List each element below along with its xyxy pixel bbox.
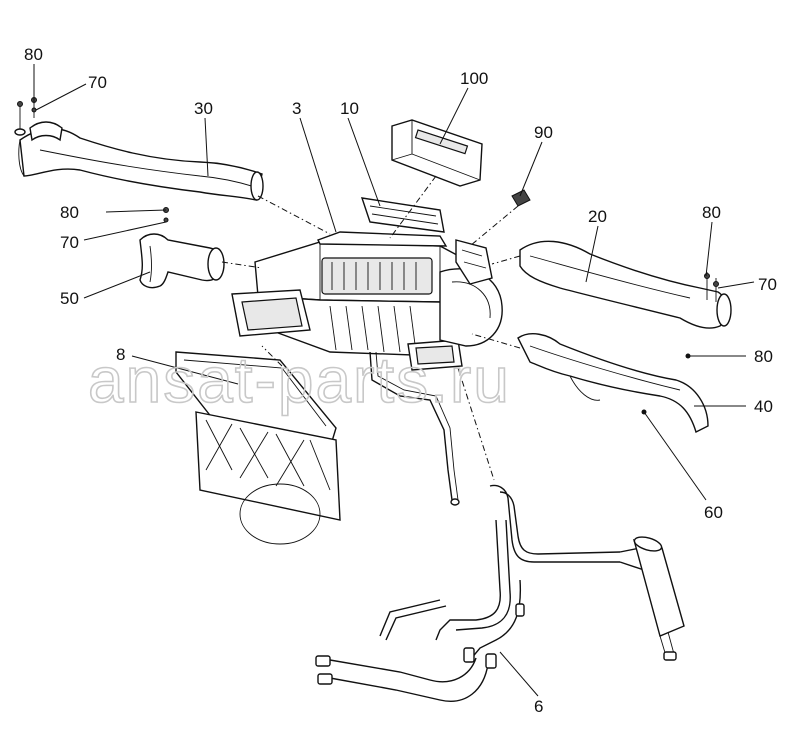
- housing-ribs: [329, 305, 417, 353]
- callout-100: 100: [460, 69, 488, 88]
- callout-3: 3: [292, 99, 301, 118]
- duct-20: [519, 240, 732, 329]
- callout-8: 8: [116, 345, 125, 364]
- callout-70-top-left: 70: [88, 73, 107, 92]
- actuator-connector: [455, 239, 493, 285]
- callout-90: 90: [534, 123, 553, 142]
- filter-10: [360, 197, 445, 233]
- callout-30: 30: [194, 99, 213, 118]
- callout-10: 10: [340, 99, 359, 118]
- assembly-dashed-lines: [221, 175, 521, 481]
- sensor-90: [511, 189, 531, 207]
- duct-30: [18, 121, 264, 201]
- duct-50: [139, 233, 225, 289]
- fastener-80-top-left: [14, 101, 26, 136]
- callout-80-right-upper: 80: [702, 203, 721, 222]
- receiver-drier: [619, 536, 685, 661]
- cover-8: [175, 351, 341, 545]
- callout-70-mid-left: 70: [60, 233, 79, 252]
- callout-labels: 80 70 30 3 10 100 90 80 70 50 20 80 70 8…: [24, 45, 777, 716]
- hvac-housing-3: [231, 231, 503, 371]
- watermark-text: ansat-parts.ru: [88, 344, 511, 416]
- callout-80-right-lower: 80: [754, 347, 773, 366]
- cover-crosshatch: [205, 419, 331, 491]
- callout-50: 50: [60, 289, 79, 308]
- fastener-70-right: [713, 278, 719, 302]
- callout-40: 40: [754, 397, 773, 416]
- callout-70-right: 70: [758, 275, 777, 294]
- housing-grille-slats: [331, 262, 417, 290]
- callout-60: 60: [704, 503, 723, 522]
- callout-6: 6: [534, 697, 543, 716]
- drain-tube: [369, 351, 460, 506]
- callout-80-top-left: 80: [24, 45, 43, 64]
- callout-20: 20: [588, 207, 607, 226]
- control-unit-100: [391, 119, 483, 187]
- duct-40: [517, 333, 709, 433]
- leader-lines: [33, 64, 755, 697]
- callout-80-mid-left: 80: [60, 203, 79, 222]
- refrigerant-lines-6: [315, 484, 621, 702]
